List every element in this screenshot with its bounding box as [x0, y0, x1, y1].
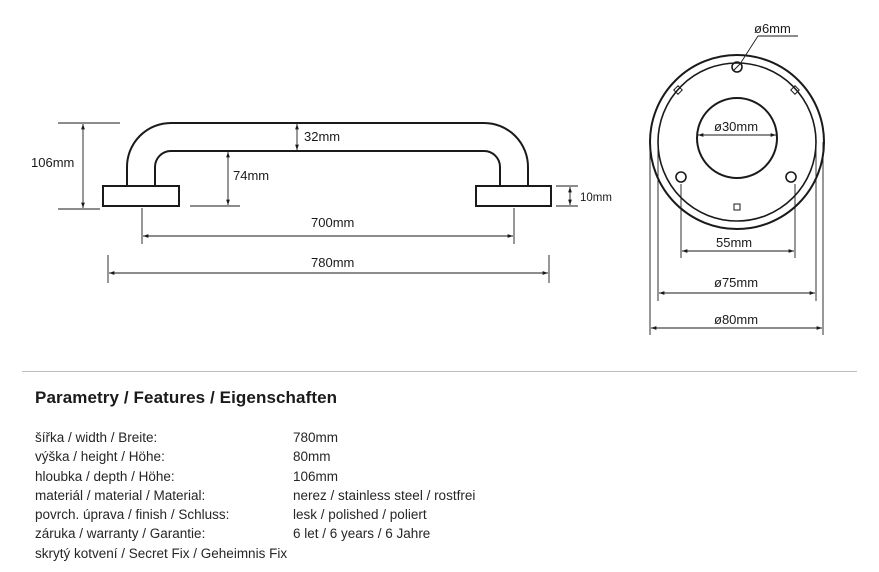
dimension-center-distance — [141, 208, 515, 244]
cover-diameter-label: ø75mm — [714, 275, 758, 290]
spec-label: záruka / warranty / Garantie: — [35, 526, 206, 542]
spec-value: nerez / stainless steel / rostfrei — [293, 487, 476, 503]
grab-bar-inner-outline — [154, 150, 501, 186]
spec-value: 780mm — [293, 430, 339, 445]
spec-label: materiál / material / Material: — [35, 487, 206, 503]
base-height-label: 10mm — [580, 192, 612, 204]
inner-height-label: 74mm — [233, 168, 269, 183]
screw-hole-top — [731, 61, 743, 73]
marker-right — [790, 85, 800, 95]
dimension-flange-diameter — [649, 142, 824, 335]
screw-hole-label: ø6mm — [754, 21, 791, 36]
spec-label: hloubka / depth / Höhe: — [35, 468, 175, 484]
screw-hole-right — [785, 171, 797, 183]
dimension-base-height — [556, 185, 578, 207]
spec-value: 80mm — [293, 449, 331, 465]
technical-drawing: 106mm 32mm 74mm 10mm 700mm — [31, 21, 825, 335]
total-length-label: 780mm — [311, 255, 354, 270]
screw-hole-left — [675, 171, 687, 183]
left-base-plate — [102, 185, 180, 207]
dimension-cover-diameter — [657, 142, 817, 301]
right-base-plate — [475, 185, 552, 207]
inner-tube-circle — [696, 97, 778, 179]
marker-left — [673, 85, 683, 95]
dimension-hole-spacing — [680, 184, 796, 258]
flange-outer-circle — [649, 54, 825, 230]
section-divider — [22, 371, 857, 372]
flange-view: ø6mm ø30mm 55mm ø75mm ø80mm — [649, 21, 825, 335]
spec-value: lesk / polished / poliert — [293, 507, 427, 523]
total-height-label: 106mm — [31, 155, 74, 170]
spec-label: skrytý kotvení / Secret Fix / Geheimnis … — [35, 545, 288, 561]
dimension-total-height — [58, 122, 120, 210]
screw-hole-leader — [739, 35, 798, 65]
hole-spacing-label: 55mm — [716, 235, 752, 250]
flange-diameter-label: ø80mm — [714, 312, 758, 327]
spec-label: šířka / width / Breite: — [35, 430, 158, 445]
tube-diameter-label: 32mm — [304, 129, 340, 144]
dimension-total-length — [107, 255, 550, 283]
grab-bar-outer-outline — [126, 122, 529, 186]
side-view: 106mm 32mm 74mm 10mm 700mm — [31, 122, 612, 283]
spec-value: 6 let / 6 years / 6 Jahre — [293, 526, 431, 542]
inner-circle-label: ø30mm — [714, 119, 758, 134]
spec-value: 106mm — [293, 468, 339, 484]
spec-label: výška / height / Höhe: — [35, 449, 165, 465]
features-title: Parametry / Features / Eigenschaften — [35, 388, 338, 407]
dimension-inner-height — [190, 152, 240, 207]
spec-label: povrch. úprava / finish / Schluss: — [35, 507, 230, 523]
marker-bottom — [733, 203, 741, 211]
center-distance-label: 700mm — [311, 215, 354, 230]
